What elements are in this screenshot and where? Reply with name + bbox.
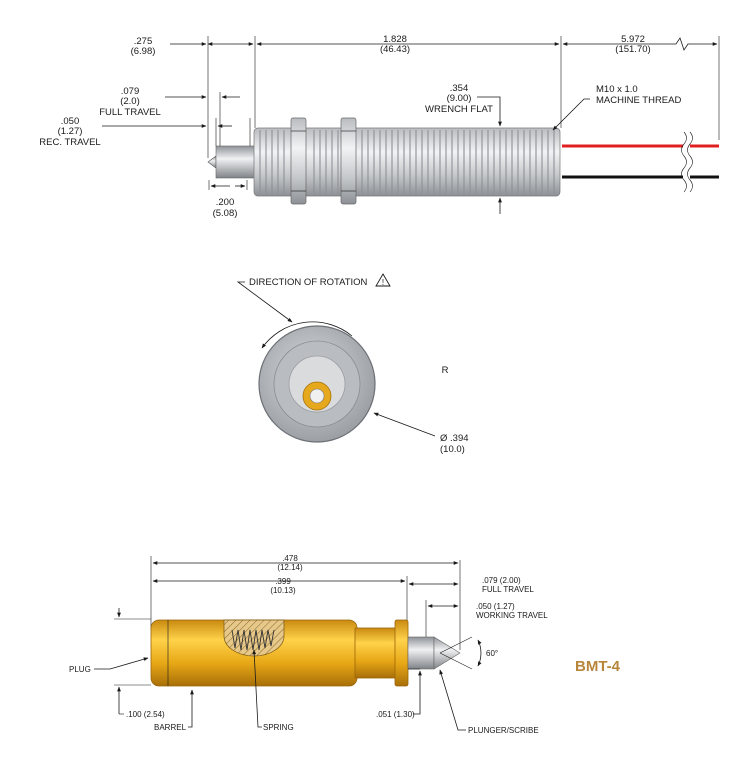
- dim-1828-mm: (46.43): [380, 44, 410, 55]
- barrel-label: BARREL: [154, 723, 187, 732]
- dim-100: .100 (2.54): [126, 710, 165, 719]
- plug-label: PLUG: [69, 665, 91, 674]
- dim-079-mm: (2.0): [120, 96, 140, 107]
- diameter-mm: (10.0): [440, 444, 465, 455]
- dim-399: .399: [275, 577, 291, 586]
- dim-1828: 1.828: [383, 34, 407, 45]
- bottom-section-view: 60° .478 (12.14) .399 (10.13) .079 (2.00…: [69, 554, 621, 735]
- top-side-view: .275 (6.98) 1.828 (46.43) 5.972 (151.70)…: [39, 34, 720, 219]
- spring-cutaway: [223, 619, 285, 657]
- full-travel-label: FULL TRAVEL: [99, 107, 161, 118]
- hex-nut-right: [340, 117, 357, 205]
- thread-lines: [259, 130, 555, 194]
- thread-spec: M10 x 1.0: [596, 84, 638, 95]
- dim-5972: 5.972: [621, 34, 645, 45]
- scribe-shaft: [407, 636, 435, 670]
- working-travel-label: WORKING TRAVEL: [476, 611, 548, 620]
- r-label: R: [442, 365, 449, 376]
- dim-275-mm: (6.98): [131, 46, 156, 57]
- dim-051: .051 (1.30): [376, 710, 415, 719]
- rec-travel-label: REC. TRAVEL: [39, 137, 100, 148]
- full-travel-label: FULL TRAVEL: [482, 585, 534, 594]
- thread-type: MACHINE THREAD: [596, 95, 681, 106]
- dim-399-mm: (10.13): [270, 586, 296, 595]
- dim-050: .050: [61, 116, 80, 127]
- dim-200: .200: [216, 197, 235, 208]
- warning-glyph: !: [382, 278, 384, 287]
- dim-5972-mm: (151.70): [615, 44, 650, 55]
- part-number: BMT-4: [575, 658, 621, 675]
- plunger-label: PLUNGER/SCRIBE: [468, 726, 539, 735]
- center-tip: [309, 388, 325, 404]
- wire-break-mark: [681, 131, 687, 193]
- scribe-point: [433, 636, 461, 670]
- wire-break-mark-2: [687, 131, 693, 193]
- scribe-tip: [207, 155, 217, 169]
- diameter-label: Ø .394: [440, 433, 469, 444]
- rotation-arrow: [261, 321, 353, 349]
- dim-275: .275: [134, 36, 153, 47]
- dim-478: .478: [282, 554, 298, 563]
- dim-200-mm: (5.08): [213, 208, 238, 219]
- hex-nut-left: [290, 117, 307, 205]
- wrench-flat-label: WRENCH FLAT: [425, 104, 493, 115]
- end-view: DIRECTION OF ROTATION ! R Ø .394 (10.0): [236, 273, 469, 455]
- warning-triangle-icon: [375, 273, 391, 287]
- angle-label: 60°: [486, 649, 498, 658]
- plunger-flange: [394, 619, 409, 687]
- threaded-body: [253, 127, 561, 197]
- dim-354-mm: (9.00): [447, 93, 472, 104]
- dim-354: .354: [450, 83, 469, 94]
- rotation-label: DIRECTION OF ROTATION: [249, 277, 368, 288]
- barrel-neck: [354, 627, 398, 679]
- dim-478-mm: (12.14): [277, 563, 303, 572]
- dim-079: .079: [121, 86, 140, 97]
- full-travel-value: .079 (2.00): [482, 576, 521, 585]
- working-travel-value: .050 (1.27): [476, 602, 515, 611]
- plunger: [215, 145, 257, 179]
- spring-label: SPRING: [263, 723, 294, 732]
- dim-050-mm: (1.27): [58, 126, 83, 137]
